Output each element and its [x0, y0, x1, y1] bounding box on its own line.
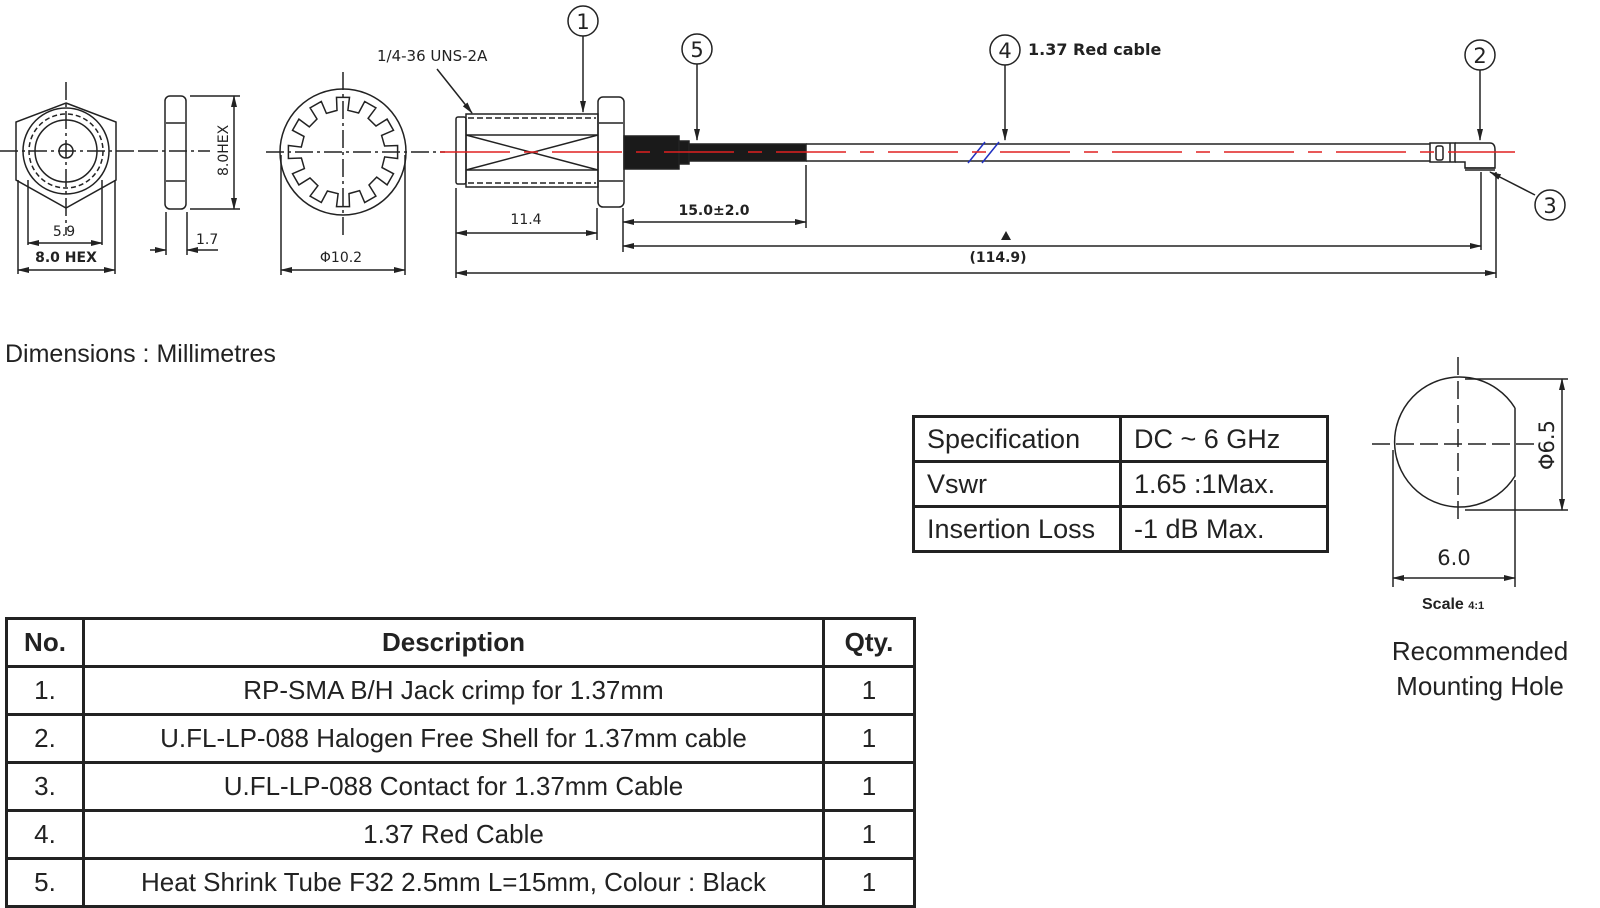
- svg-text:1: 1: [576, 10, 589, 34]
- bom-qty: 1: [822, 665, 916, 716]
- dim-heatshrink-length: 15.0±2.0: [678, 203, 749, 219]
- svg-text:5: 5: [690, 38, 703, 62]
- hex-nut-side-view: [140, 95, 240, 255]
- callout-bubbles: 1 5 4 2 3: [567, 5, 1566, 221]
- bom-qty: 1: [822, 809, 916, 860]
- bom-no: 4.: [5, 809, 85, 860]
- units-note: Dimensions : Millimetres: [5, 340, 276, 368]
- assembly-dimensions: [455, 165, 1497, 278]
- svg-text:3: 3: [1543, 194, 1556, 218]
- bom-qty: 1: [822, 713, 916, 764]
- dim-nut-hex: 8.0 HEX: [35, 250, 97, 266]
- scale-ratio: 4:1: [1468, 600, 1485, 612]
- spec-value: -1 dB Max.: [1119, 505, 1329, 553]
- bom-description: RP-SMA B/H Jack crimp for 1.37mm: [82, 665, 825, 716]
- bom-qty: 1: [822, 857, 916, 908]
- bill-of-materials-table: No. Description Qty. 1.RP-SMA B/H Jack c…: [5, 617, 916, 908]
- bom-qty: 1: [822, 761, 916, 812]
- ufl-connector: [1429, 142, 1496, 171]
- dim-body-length: 11.4: [510, 212, 541, 228]
- callout-5: 5: [681, 33, 713, 65]
- bom-description: 1.37 Red Cable: [82, 809, 825, 860]
- callout-3: 3: [1534, 189, 1566, 221]
- dim-hole-flat: 6.0: [1437, 546, 1470, 570]
- mounting-hole-drawing: [1372, 357, 1568, 587]
- spec-row: Insertion Loss-1 dB Max.: [912, 505, 1329, 553]
- bom-row: 5.Heat Shrink Tube F32 2.5mm L=15mm, Col…: [5, 857, 916, 908]
- dim-washer-dia: Φ10.2: [320, 250, 362, 266]
- scale-text: Scale: [1422, 596, 1464, 613]
- bom-description: U.FL-LP-088 Contact for 1.37mm Cable: [82, 761, 825, 812]
- bom-description: U.FL-LP-088 Halogen Free Shell for 1.37m…: [82, 713, 825, 764]
- callout-1: 1: [567, 5, 599, 37]
- cable-callout-label: 1.37 Red cable: [1028, 40, 1161, 59]
- mounting-hole-caption: Recommended Mounting Hole: [1375, 634, 1585, 704]
- spec-key: Insertion Loss: [912, 505, 1122, 553]
- dim-nut-thickness: 1.7: [196, 232, 218, 248]
- hex-nut-front-view: [0, 82, 140, 274]
- dim-nut-side-hex: 8.0HEX: [216, 124, 232, 176]
- dim-nut-inner: 5.9: [53, 224, 75, 240]
- spec-key: Vswr: [912, 460, 1122, 508]
- thread-spec-label: 1/4-36 UNS-2A: [377, 47, 488, 65]
- caption-line-1: Recommended: [1391, 636, 1569, 666]
- bom-row: 2.U.FL-LP-088 Halogen Free Shell for 1.3…: [5, 713, 916, 764]
- callout-4: 4: [989, 34, 1021, 66]
- dim-cable-length: (114.9): [969, 250, 1026, 266]
- bom-no: 5.: [5, 857, 85, 908]
- callout-leaders: [580, 36, 1536, 196]
- bom-header-row: No. Description Qty.: [5, 617, 916, 668]
- spec-value: 1.65 :1Max.: [1119, 460, 1329, 508]
- dim-hole-dia: Φ6.5: [1535, 420, 1559, 470]
- spec-key: Specification: [912, 415, 1122, 463]
- caption-line-2: Mounting Hole: [1396, 671, 1564, 701]
- spec-value: DC ~ 6 GHz: [1119, 415, 1329, 463]
- red-cable: [806, 141, 1430, 164]
- bom-no: 1.: [5, 665, 85, 716]
- lock-washer-view: [266, 72, 445, 275]
- washer-teeth: [287, 96, 399, 208]
- svg-text:4: 4: [998, 39, 1011, 63]
- header-no: No.: [5, 617, 85, 668]
- bom-description: Heat Shrink Tube F32 2.5mm L=15mm, Colou…: [82, 857, 825, 908]
- scale-label: Scale 4:1: [1422, 596, 1484, 614]
- bom-no: 3.: [5, 761, 85, 812]
- callout-2: 2: [1464, 39, 1496, 71]
- header-description: Description: [82, 617, 825, 668]
- svg-text:2: 2: [1473, 44, 1486, 68]
- rp-sma-connector-body: [436, 68, 625, 208]
- bom-no: 2.: [5, 713, 85, 764]
- header-qty: Qty.: [822, 617, 916, 668]
